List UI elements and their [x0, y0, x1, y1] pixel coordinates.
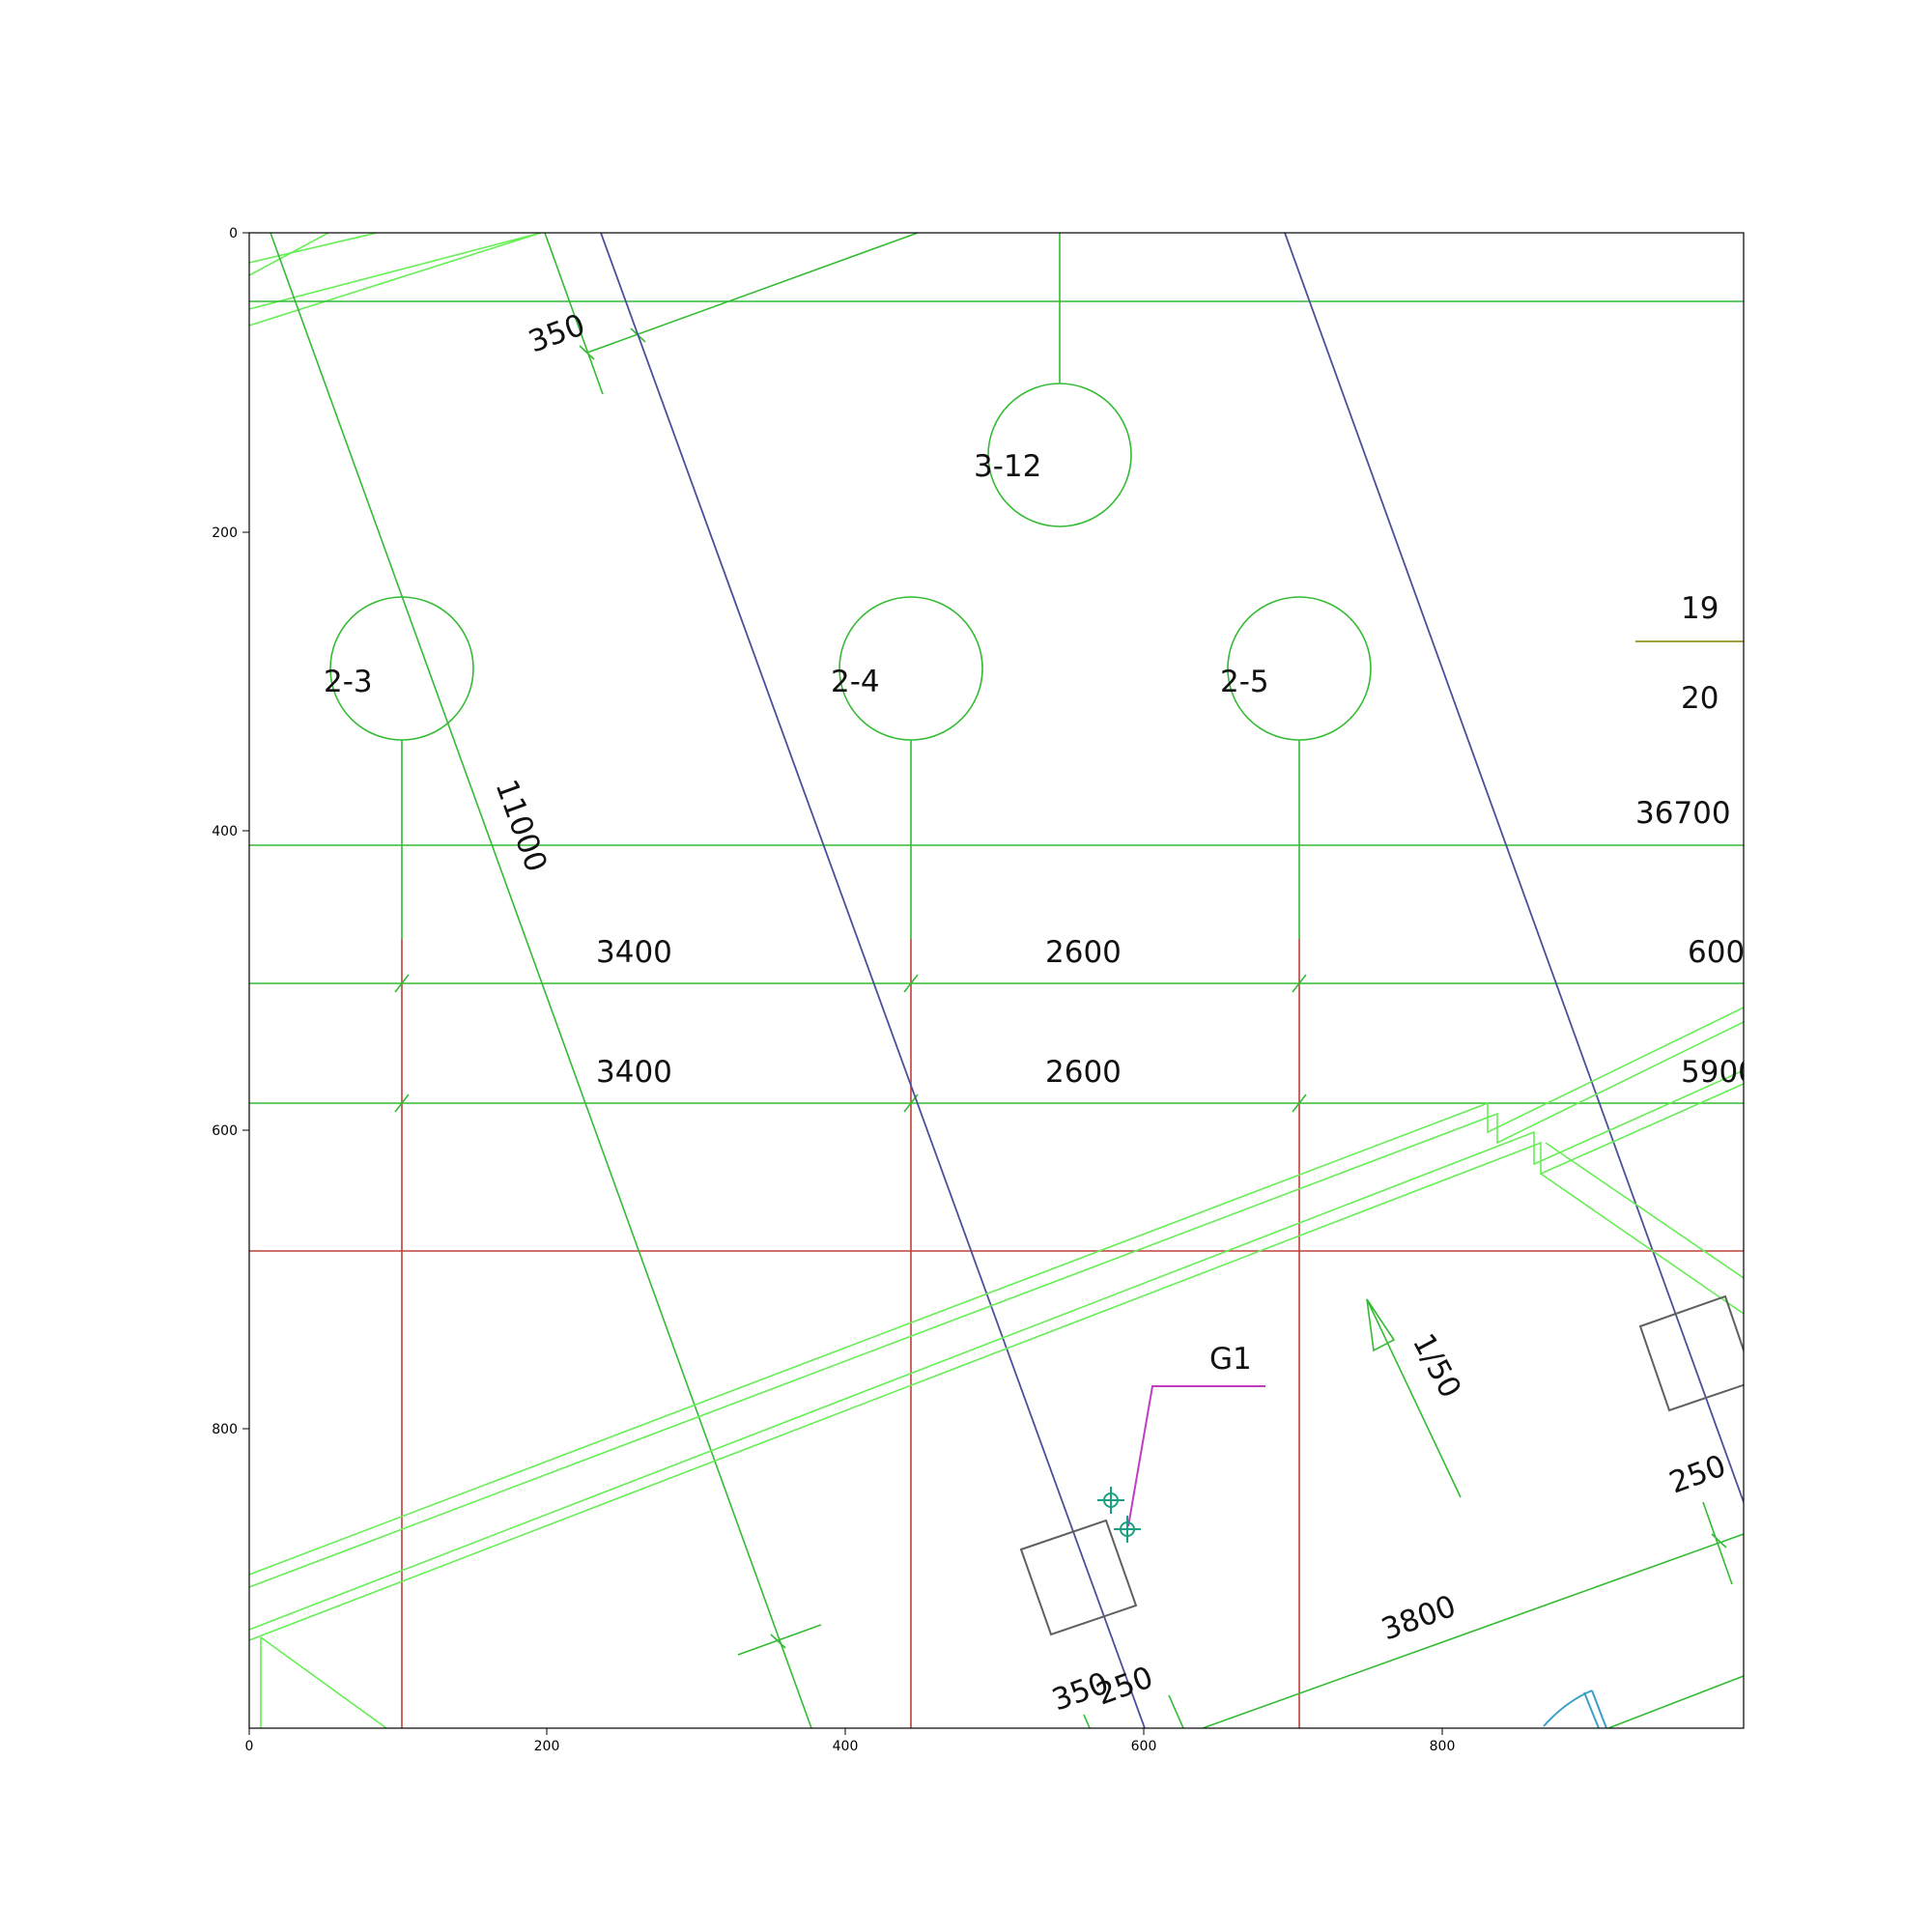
column-box — [1638, 1294, 1744, 1412]
dimension-text: 2600 — [1045, 935, 1122, 970]
wall-line — [249, 233, 542, 327]
level-text: 19 — [1681, 591, 1719, 626]
wall-line — [249, 1069, 1744, 1631]
wall-line — [1545, 1142, 1744, 1279]
y-tick-label: 600 — [212, 1123, 238, 1139]
grid-line-diagonal — [270, 233, 812, 1728]
y-axis: 0 200 400 600 800 — [212, 226, 249, 1437]
x-tick-label: 600 — [1131, 1739, 1157, 1754]
dimension-line — [586, 233, 919, 354]
grid-label-2-5: 2-5 — [1220, 665, 1269, 699]
column-box — [1019, 1519, 1138, 1636]
x-axis: 0 200 400 600 800 — [245, 1728, 1456, 1754]
grid-label-2-4: 2-4 — [831, 665, 880, 699]
door-arc — [1543, 1690, 1593, 1727]
dimension-line — [1202, 1533, 1744, 1728]
g1-leader — [1127, 1385, 1265, 1527]
wall-line — [1540, 1173, 1744, 1315]
wall-line — [249, 1083, 1744, 1641]
column-axis — [600, 233, 1146, 1728]
dimension-tick — [1711, 1533, 1727, 1548]
dimension-text: 3800 — [1377, 1589, 1460, 1648]
dimension-text: 2600 — [1045, 1055, 1122, 1090]
door-leaf — [1583, 1691, 1600, 1728]
annotation-g1: G1 — [1209, 1342, 1252, 1377]
dimension-tick — [579, 345, 595, 360]
dimension-line — [737, 1624, 822, 1656]
x-tick-label: 200 — [534, 1739, 560, 1754]
grid-bubble-2-5 — [1227, 596, 1372, 741]
annotation-slope: 1/50 — [1406, 1328, 1467, 1404]
wall-line — [260, 1636, 387, 1728]
dimension-text: 5900 — [1681, 1055, 1757, 1090]
grid-label-2-3: 2-3 — [324, 665, 373, 699]
x-tick-label: 800 — [1430, 1739, 1456, 1754]
dimension-tick — [770, 1634, 786, 1649]
dimension-line — [544, 233, 604, 395]
dimension-line — [1083, 1714, 1091, 1728]
dimension-line — [1607, 1675, 1744, 1728]
door-leaf — [1591, 1690, 1607, 1728]
x-tick-label: 0 — [245, 1739, 254, 1754]
slope-arrow-line — [1366, 1298, 1462, 1498]
dimension-text: 3400 — [596, 935, 672, 970]
plan-content: 3-12 2-3 2-4 2-5 350 11000 3400 2600 600… — [249, 233, 1764, 1728]
y-tick-label: 200 — [212, 526, 238, 541]
dimension-line — [1168, 1694, 1184, 1728]
x-tick-label: 400 — [833, 1739, 859, 1754]
wall-line — [249, 233, 378, 264]
survey-marker — [1097, 1487, 1141, 1543]
dimension-text: 6000 — [1688, 935, 1764, 970]
wall-line — [249, 1007, 1744, 1576]
wall-line — [249, 1021, 1744, 1588]
slope-arrow-head — [1366, 1298, 1396, 1352]
dimension-line — [1702, 1501, 1733, 1585]
y-tick-label: 800 — [212, 1422, 238, 1437]
dimension-text: 350 — [524, 307, 589, 359]
y-tick-label: 400 — [212, 824, 238, 839]
grid-bubble-2-4 — [838, 596, 983, 741]
wall-line — [249, 233, 542, 310]
grid-bubble-3-12 — [987, 383, 1132, 527]
grid-label-3-12: 3-12 — [974, 449, 1041, 484]
wall-line — [249, 233, 329, 276]
plot-frame — [248, 232, 1745, 1729]
column-axis — [1284, 233, 1744, 1503]
dimension-ticks — [394, 974, 1307, 1113]
level-text: 20 — [1681, 681, 1719, 716]
y-tick-label: 0 — [229, 226, 238, 242]
dimension-text: 3400 — [596, 1055, 672, 1090]
dimension-text: 36700 — [1635, 796, 1731, 831]
dimension-text: 250 — [1664, 1448, 1730, 1500]
